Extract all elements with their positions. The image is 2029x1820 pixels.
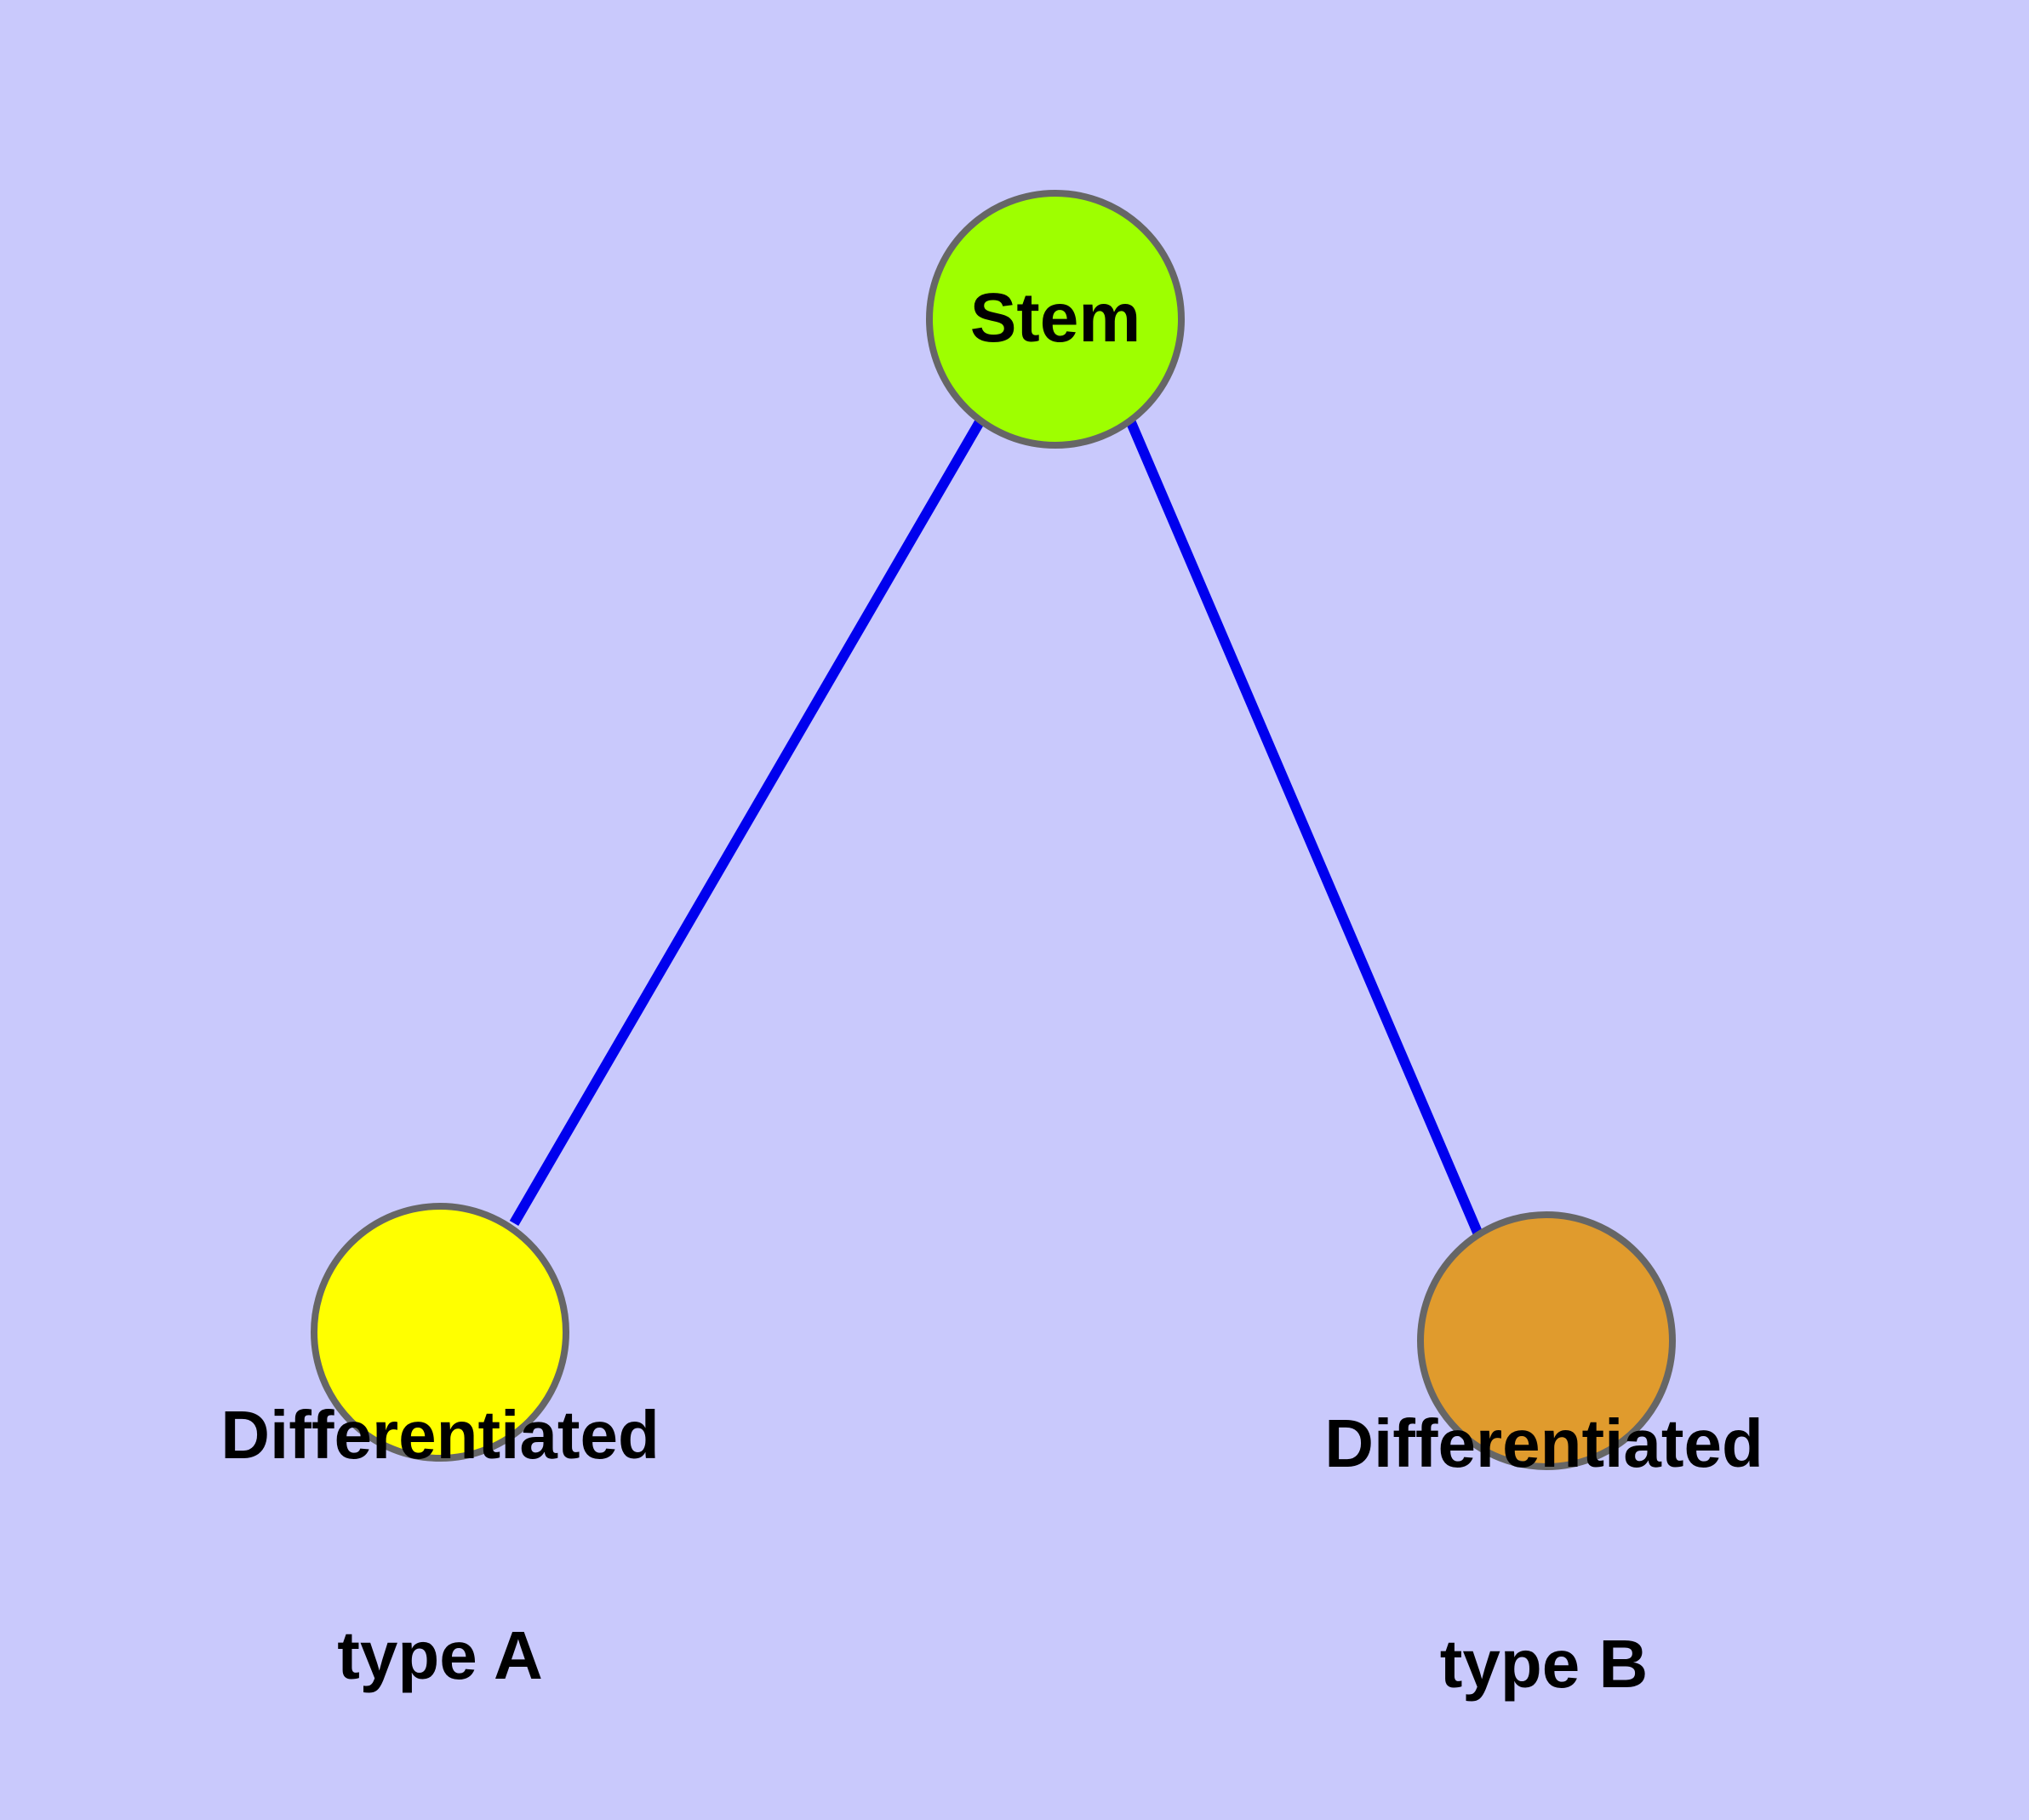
edge-group (509, 417, 1483, 1237)
edge-stem-to-differentiated-type-b[interactable] (1125, 418, 1483, 1237)
node-group (311, 190, 1676, 1470)
node-stem[interactable] (926, 190, 1185, 449)
node-differentiated-type-a[interactable] (311, 1203, 569, 1462)
edge-stem-to-differentiated-type-a[interactable] (509, 417, 986, 1227)
node-differentiated-type-b[interactable] (1417, 1211, 1676, 1470)
